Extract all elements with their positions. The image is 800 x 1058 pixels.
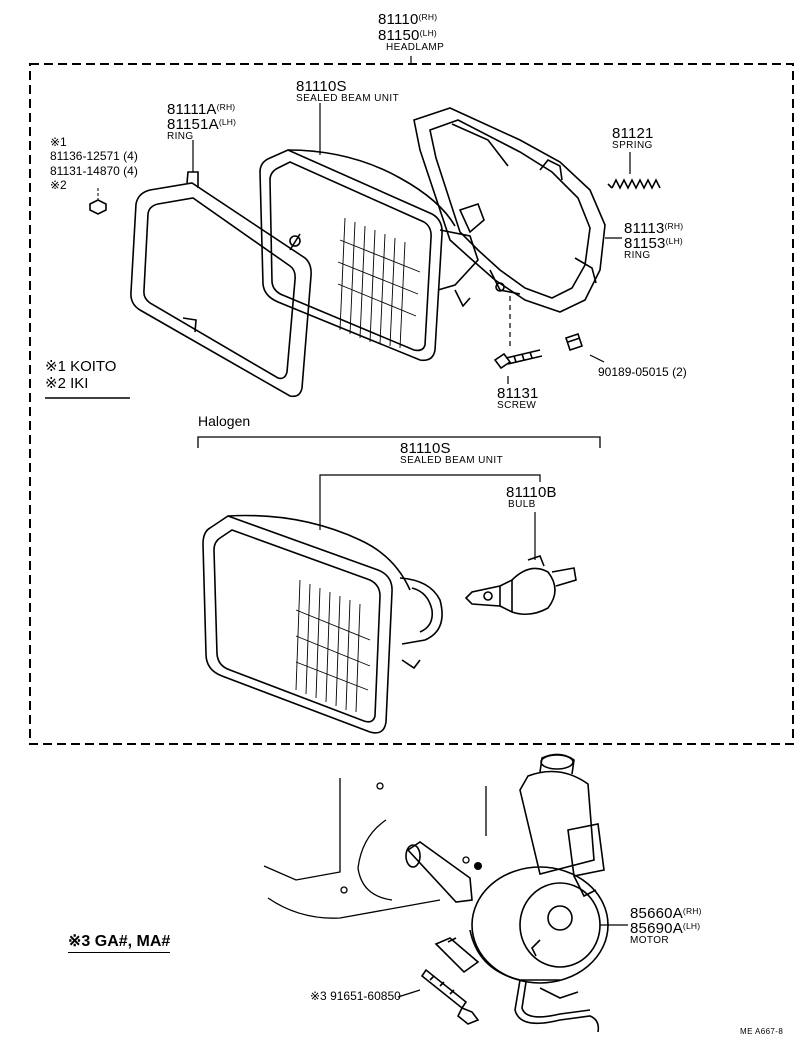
headlamp-side-lh: (LH) <box>419 28 437 38</box>
screw-note-line2: 81131-14870 (4) <box>50 163 138 178</box>
halogen-sealed-beam-label: 81110S SEALED BEAM UNIT <box>400 441 503 466</box>
headlamp-motor <box>405 753 609 1033</box>
ring-rear-pn-rh: 81113 <box>624 220 665 237</box>
background-panel-lines <box>263 778 487 919</box>
halogen-sealed-beam-pn: 81110S <box>400 440 451 457</box>
halogen-bulb-name: BULB <box>508 499 536 510</box>
sealed-beam-top-name: SEALED BEAM UNIT <box>296 93 400 104</box>
spring-label: 81121 SPRING <box>612 126 654 151</box>
ring-front-pn-lh: 81151A <box>167 116 219 133</box>
headlamp-name: HEADLAMP <box>386 42 445 53</box>
figure-code: ME A667-8 <box>740 1027 784 1036</box>
halogen-bracket <box>197 436 601 448</box>
screw <box>493 349 543 370</box>
motor-pn-lh: 85690A <box>630 920 683 937</box>
screw-note: ※1 81136-12571 (4) 81131-14870 (4) ※2 <box>50 135 138 193</box>
headlamp-pn-rh: 81110 <box>378 11 419 28</box>
makers-legend: ※1 KOITO ※2 IKI <box>45 358 116 393</box>
motor-name: MOTOR <box>630 935 670 946</box>
bolt-label: ※3 91651-60850 <box>310 989 401 1003</box>
screw-note-line1: 81136-12571 (4) <box>50 149 138 164</box>
ring-rear-name: RING <box>624 250 651 261</box>
halogen-lens-pattern <box>295 579 371 713</box>
motor-side-rh: (RH) <box>682 906 702 916</box>
ring-rear-pn-lh: 81153 <box>624 235 666 252</box>
ring-rear-side-lh: (LH) <box>665 236 683 246</box>
halogen-bulb <box>464 555 577 616</box>
ring-front-side-rh: (RH) <box>216 102 236 112</box>
halogen-sealed-beam-unit <box>202 514 443 734</box>
halogen-sealed-beam-name: SEALED BEAM UNIT <box>400 455 504 466</box>
screw-note-mark1: ※1 <box>50 135 67 149</box>
halogen-bulb-label: 81110B BULB <box>506 485 557 510</box>
leader-lines <box>192 103 631 998</box>
clip-nut <box>564 332 584 352</box>
screw-label: 81131 SCREW <box>497 386 539 411</box>
ring-front-side-lh: (LH) <box>218 117 237 127</box>
ring-front-label: 81111A(RH) 81151A(LH) RING <box>167 102 236 142</box>
sealed-beam-lens-pattern <box>337 217 421 349</box>
ring-rear-label: 81113(RH) 81153(LH) RING <box>624 221 683 261</box>
ring-bezel <box>130 171 312 398</box>
screw-pn: 81131 <box>497 385 539 402</box>
makers-line2: ※2 IKI <box>45 375 89 393</box>
headlamp-housing <box>413 107 606 313</box>
headlamp-label: 81110(RH) 81150(LH) HEADLAMP <box>378 12 444 53</box>
sealed-beam-top-label: 81110S SEALED BEAM UNIT <box>296 79 399 104</box>
sealed-beam-unit-top <box>259 149 479 362</box>
screw-name: SCREW <box>497 400 537 411</box>
sealed-beam-top-pn: 81110S <box>296 78 347 95</box>
ring-front-name: RING <box>167 131 194 142</box>
makers-line1: ※1 KOITO <box>45 358 117 375</box>
halogen-bulb-pn: 81110B <box>506 484 557 501</box>
ring-rear-side-rh: (RH) <box>664 221 684 231</box>
spring-pn: 81121 <box>612 125 654 142</box>
spring-name: SPRING <box>612 140 653 151</box>
nut-label: 90189-05015 (2) <box>598 365 687 379</box>
headlamp-side-rh: (RH) <box>418 12 438 22</box>
spring <box>607 178 661 190</box>
small-screw <box>89 188 107 215</box>
motor-label: 85660A(RH) 85690A(LH) MOTOR <box>630 906 702 946</box>
ring-front-pn-rh: 81111A <box>167 101 217 118</box>
screw-note-mark2: ※2 <box>50 178 67 193</box>
headlamp-pn-lh: 81150 <box>378 27 420 44</box>
halogen-title: Halogen <box>198 413 251 429</box>
motor-side-lh: (LH) <box>682 921 701 931</box>
model-note: ※3 GA#, MA# <box>68 934 171 953</box>
motor-pn-rh: 85660A <box>630 905 683 922</box>
mounting-bolt <box>420 968 480 1025</box>
